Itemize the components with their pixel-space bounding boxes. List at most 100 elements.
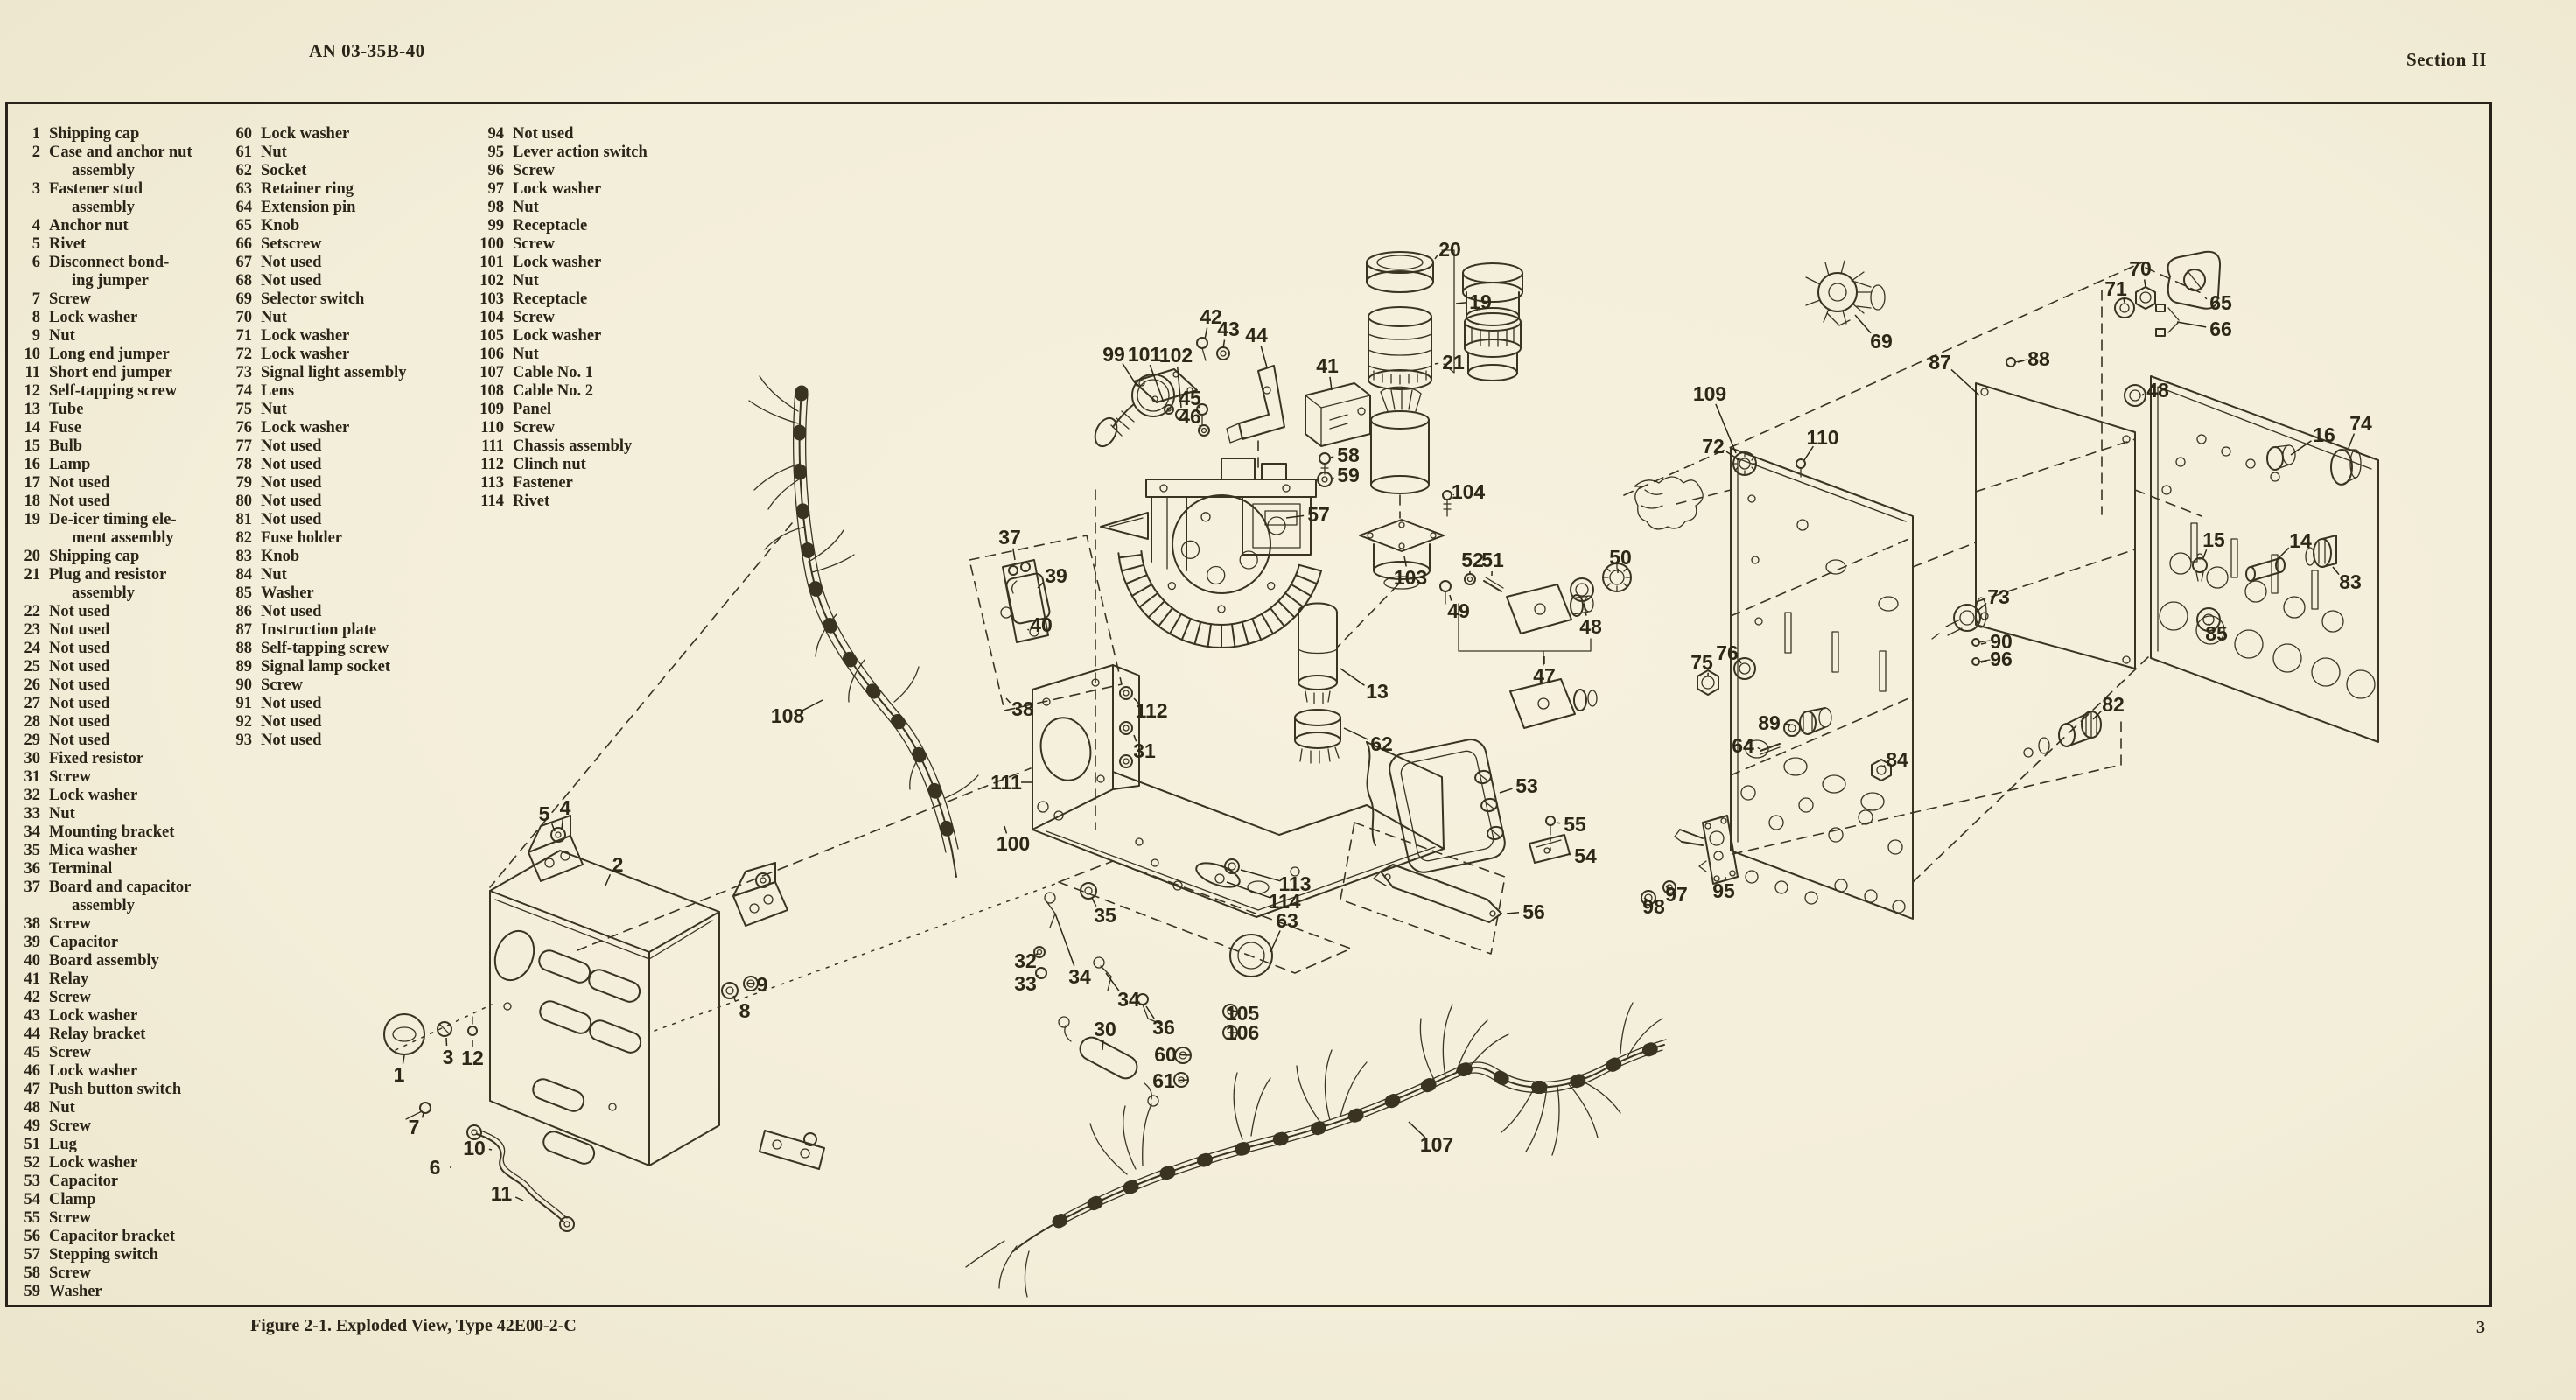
fan-tooth	[1298, 564, 1322, 572]
callout-label: 61	[1152, 1069, 1175, 1092]
callout-label: 38	[1012, 697, 1034, 720]
part-description: De-icer timing ele-	[49, 511, 177, 528]
callout-label: 109	[1693, 382, 1726, 405]
part-number: 106	[480, 346, 504, 363]
part-description: Fixed resistor	[49, 750, 144, 767]
callout-label: 57	[1307, 503, 1330, 526]
part-description: Case and anchor nut	[49, 144, 192, 161]
part-number: 65	[235, 217, 253, 234]
part-description: Screw	[513, 309, 555, 326]
part-number: 67	[235, 254, 253, 271]
part-number: 38	[24, 915, 41, 933]
callout-leader	[2290, 440, 2312, 456]
callout-leader	[2202, 550, 2208, 559]
front-panel-drawing	[2150, 375, 2379, 743]
part-description: Nut	[513, 272, 539, 290]
callout-label: 105	[1226, 1002, 1260, 1025]
part-number: 22	[24, 603, 41, 620]
part-description: Screw	[513, 162, 555, 179]
callout-leader	[1757, 746, 1761, 750]
part-description: Cable No. 1	[513, 364, 593, 382]
part-number: 92	[235, 713, 253, 731]
callout-label: 42	[1200, 305, 1222, 328]
part-number: 69	[235, 290, 253, 308]
part-description: Short end jumper	[49, 364, 172, 382]
callout-label: 108	[771, 704, 805, 727]
part-description: Not used	[49, 621, 110, 639]
part-description: Clinch nut	[513, 456, 586, 473]
callout-leader	[488, 1148, 493, 1151]
relay-drawing	[1196, 337, 1371, 447]
callout-leader	[1037, 581, 1045, 589]
part-description: Push button switch	[49, 1081, 182, 1098]
fan-tooth	[1295, 574, 1318, 585]
callout-leader	[1452, 494, 1455, 496]
part-description: Panel	[513, 401, 552, 418]
fan-hole	[1167, 581, 1176, 591]
part-description: Not used	[261, 493, 322, 510]
part-number: 74	[235, 382, 253, 400]
part-description: Not used	[261, 511, 322, 528]
diagram-linework	[383, 249, 2379, 1298]
callout-label: 63	[1276, 909, 1298, 932]
part-description: Instruction plate	[261, 621, 377, 639]
callout-leader	[2348, 433, 2356, 449]
part-description: Lock washer	[49, 787, 138, 804]
panel-109-drawing	[1634, 447, 1914, 920]
part-description: Not used	[49, 695, 110, 712]
part-description: Nut	[49, 1099, 75, 1116]
callout-leader	[1054, 913, 1075, 967]
part-description: Retainer ring	[261, 180, 354, 198]
callout-leader	[1005, 697, 1012, 704]
callout-label: 43	[1217, 318, 1240, 340]
part-description: Lock washer	[513, 327, 602, 345]
part-description: Washer	[49, 1283, 102, 1300]
part-description: Lock washer	[49, 1007, 138, 1025]
part-description: Mounting bracket	[49, 823, 175, 841]
part-number: 32	[24, 787, 41, 804]
callout-leader	[561, 818, 564, 830]
part-number: 44	[24, 1026, 41, 1043]
part-number: 68	[235, 272, 253, 290]
callout-leader	[2208, 623, 2211, 626]
callout-label: 40	[1030, 613, 1053, 636]
part-description: Nut	[261, 401, 287, 418]
callout-leader	[1950, 368, 1980, 396]
callout-label: 20	[1438, 238, 1461, 261]
part-description: Not used	[261, 603, 322, 620]
part-number: 18	[24, 493, 41, 510]
fan-plate	[1172, 494, 1271, 594]
part-number: 31	[24, 768, 41, 786]
callout-leader	[445, 1037, 448, 1046]
callout-leader	[1408, 1121, 1426, 1138]
capacitor-assembly-drawing	[1340, 738, 1571, 955]
part-description: Receptacle	[513, 217, 588, 234]
fan-hole	[1207, 565, 1226, 585]
part-description: Shipping cap	[49, 125, 140, 143]
callout-leader	[1738, 659, 1742, 664]
callout-label: 103	[1394, 566, 1427, 589]
callout-leader	[402, 1054, 405, 1064]
part-description: Not used	[49, 713, 110, 731]
callout-label: 96	[1990, 648, 2012, 670]
